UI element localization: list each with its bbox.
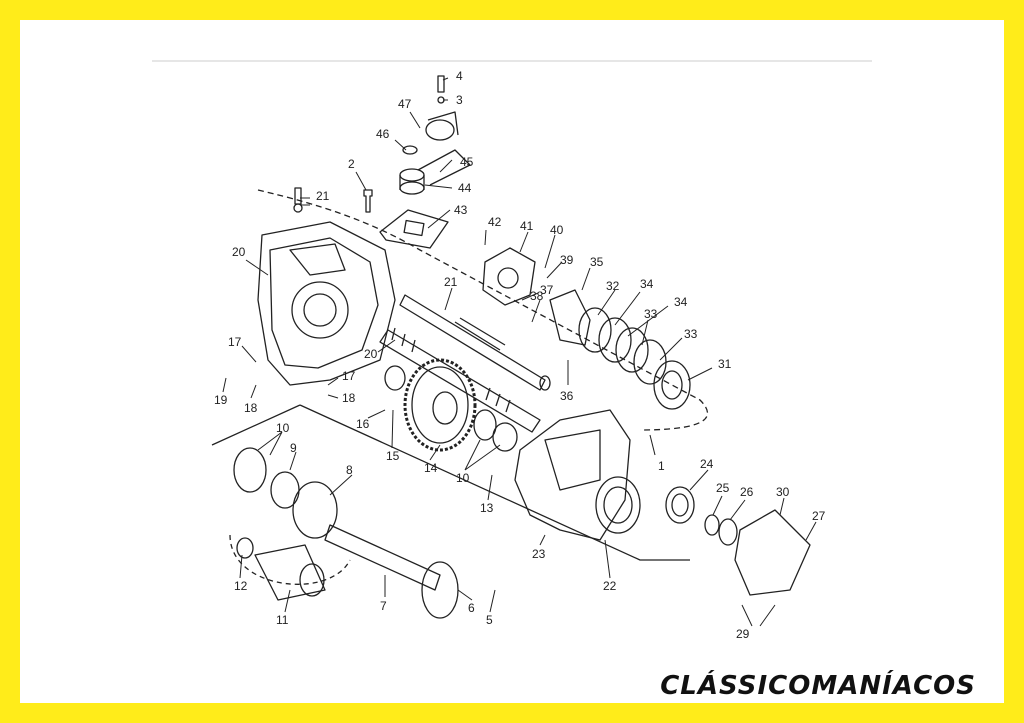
callout-17-a: 17 [228, 335, 242, 349]
callout-47: 47 [398, 97, 412, 111]
callout-labels: 20 21 2 4 3 47 46 45 44 43 42 41 40 39 3… [214, 69, 826, 641]
callout-6: 6 [468, 601, 475, 615]
callout-41: 41 [520, 219, 534, 233]
callout-leaders [222, 77, 817, 627]
callout-18-b: 18 [342, 391, 356, 405]
callout-22: 20 [364, 347, 378, 361]
bearing-part-10-left [233, 447, 267, 493]
gear-part-14 [403, 358, 477, 452]
top-divider [152, 60, 872, 62]
callout-12: 12 [234, 579, 248, 593]
pump-part-41 [482, 247, 536, 306]
callout-34-a: 34 [640, 277, 654, 291]
assembly-boundary-line [257, 189, 709, 431]
callout-35: 35 [590, 255, 604, 269]
callout-2: 2 [348, 157, 355, 171]
callout-15: 15 [386, 449, 400, 463]
drawing-frame [20, 20, 1004, 703]
callout-33-c: 33 [684, 327, 698, 341]
callout-29: 27 [812, 509, 826, 523]
callout-7: 7 [380, 599, 387, 613]
callout-26: 24 [700, 457, 714, 471]
ring-part-9 [270, 471, 300, 509]
callout-37: 37 [540, 283, 554, 297]
callout-8: 8 [346, 463, 353, 477]
assembly-boundary-line-left [211, 404, 301, 446]
output-shaft-part-7 [324, 524, 459, 619]
callout-20: 20 [232, 245, 246, 259]
ring-part-27 [704, 514, 720, 536]
callout-27: 25 [716, 481, 730, 495]
housing-part-20 [257, 221, 396, 386]
callout-16: 16 [356, 417, 370, 431]
plate-part-43 [379, 209, 449, 249]
shaft-part-22 [379, 327, 541, 433]
callout-10-left: 10 [276, 421, 290, 435]
seal-part-28 [718, 518, 738, 546]
callout-45: 45 [460, 155, 474, 169]
shaft-boundary-line [229, 534, 351, 585]
callout-43: 43 [454, 203, 468, 217]
callout-42: 42 [488, 215, 502, 229]
callout-11: 11 [276, 613, 289, 627]
case-part-24 [514, 409, 641, 541]
callout-25: 23 [532, 547, 546, 561]
callout-34-b: 34 [674, 295, 688, 309]
callout-38: 38 [530, 289, 544, 303]
callout-33-b: 33 [644, 307, 658, 321]
bearing-part-10-right [473, 409, 518, 452]
callout-3: 3 [456, 93, 463, 107]
callout-32: 31 [718, 357, 732, 371]
callout-30: 29 [736, 627, 750, 641]
bearing-part-22a [384, 365, 406, 391]
selector-assembly-parts-44-47 [399, 75, 471, 195]
bearing-part-26 [665, 486, 695, 524]
bolt-part-21 [293, 187, 303, 213]
callout-46: 46 [376, 127, 390, 141]
clutch-discs-parts-33-34 [578, 307, 691, 410]
callout-39: 39 [560, 253, 574, 267]
callout-36: 36 [560, 389, 574, 403]
callout-10-right: 10 [456, 471, 470, 485]
callout-9: 9 [290, 441, 297, 455]
bolt-part-2 [363, 189, 373, 213]
callout-31: 30 [776, 485, 790, 499]
callout-18-a: 18 [244, 401, 258, 415]
callout-4: 4 [456, 69, 463, 83]
callout-5: 5 [486, 613, 493, 627]
shaft-part-23 [399, 294, 551, 391]
assembly-boundary-line-lower [299, 404, 690, 561]
callout-1: 1 [658, 459, 665, 473]
callout-23: 21 [444, 275, 458, 289]
callout-24: 22 [603, 579, 617, 593]
pump-cover-part-35 [549, 289, 591, 346]
callout-44: 44 [458, 181, 472, 195]
callout-21: 21 [316, 189, 330, 203]
callout-19: 19 [214, 393, 228, 407]
callout-13: 13 [480, 501, 494, 515]
callout-28: 26 [740, 485, 754, 499]
sleeve-part-11 [254, 544, 326, 601]
cover-plate-part-31 [734, 509, 811, 596]
callout-17-b: 17 [342, 369, 356, 383]
seal-part-8 [292, 481, 338, 539]
callout-40: 40 [550, 223, 564, 237]
plate-slot [403, 219, 425, 237]
callout-33-a: 32 [606, 279, 620, 293]
callout-14: 14 [424, 461, 438, 475]
brand-watermark: CLÁSSICOMANÍACOS [660, 671, 976, 701]
ring-part-12 [236, 537, 254, 559]
